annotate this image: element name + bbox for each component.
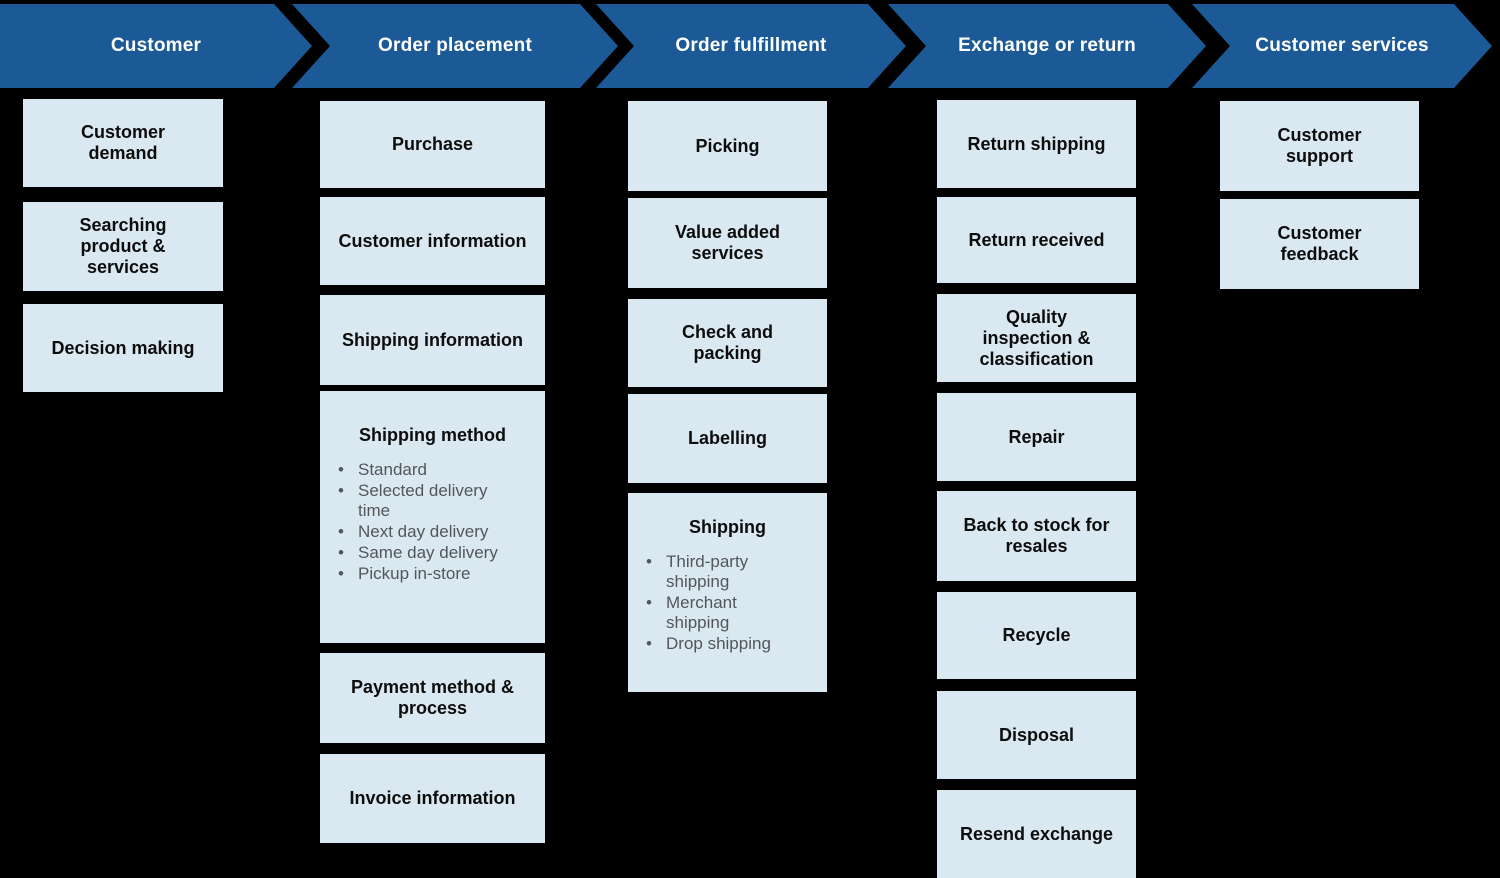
shipping-method-bullet-list: Standard Selected delivery time Next day… <box>320 460 545 584</box>
bullet-item: Pickup in-store <box>334 564 503 584</box>
bullet-item: Drop shipping <box>642 634 801 654</box>
step-box-check-and-packing: Check and packing <box>628 299 827 387</box>
step-box-quality-inspection-classification: Quality inspection & classification <box>937 294 1136 382</box>
step-label: Invoice information <box>349 788 516 808</box>
stage-header-label: Customer <box>110 35 202 56</box>
step-box-customer-feedback: Customer feedback <box>1220 199 1419 289</box>
step-label: Check and packing <box>681 322 774 363</box>
step-label: Recycle <box>1002 625 1071 645</box>
stage-header-label: Exchange or return <box>958 35 1136 56</box>
bullet-item: Same day delivery <box>334 543 503 563</box>
stage-header-label: Order placement <box>378 35 532 56</box>
stage-header-order-placement: Order placement <box>292 4 618 88</box>
bullet-item: Standard <box>334 460 503 480</box>
step-label: Shipping information <box>342 329 523 350</box>
stage-header-customer-services: Customer services <box>1192 4 1492 88</box>
bullet-item: Selected delivery time <box>334 481 503 521</box>
step-box-shipping-information: Shipping information <box>320 295 545 385</box>
bullet-item: Next day delivery <box>334 522 503 542</box>
step-label: Value added services <box>674 222 781 263</box>
stage-header-exchange-or-return: Exchange or return <box>888 4 1206 88</box>
step-box-customer-demand: Customer demand <box>23 99 223 187</box>
stage-header-order-fulfillment: Order fulfillment <box>596 4 906 88</box>
step-label: Resend exchange <box>959 823 1114 844</box>
stage-header-customer: Customer <box>0 4 312 88</box>
step-label: Customer demand <box>80 122 165 163</box>
bullet-item: Merchant shipping <box>642 593 801 633</box>
step-label: Labelling <box>687 428 767 448</box>
step-box-decision-making: Decision making <box>23 304 223 392</box>
step-label: Back to stock for resales <box>963 515 1110 556</box>
step-label: Purchase <box>391 134 474 154</box>
stage-header-label: Order fulfillment <box>675 35 827 56</box>
step-box-payment-method-process: Payment method & process <box>320 653 545 743</box>
bullet-item: Third-party shipping <box>642 552 801 592</box>
step-box-invoice-information: Invoice information <box>320 754 545 843</box>
step-box-searching-product-services: Searching product & services <box>23 202 223 291</box>
step-box-labelling: Labelling <box>628 394 827 483</box>
step-box-disposal: Disposal <box>937 691 1136 779</box>
step-box-repair: Repair <box>937 393 1136 481</box>
step-label: Customer support <box>1277 125 1362 166</box>
step-label: Customer information <box>338 230 527 251</box>
step-box-value-added-services: Value added services <box>628 198 827 288</box>
step-box-return-received: Return received <box>937 197 1136 283</box>
step-label: Repair <box>1008 426 1065 447</box>
step-label: Decision making <box>51 337 195 358</box>
step-box-customer-support: Customer support <box>1220 101 1419 191</box>
step-box-shipping-method: Shipping method Standard Selected delive… <box>320 391 545 643</box>
step-box-customer-information: Customer information <box>320 197 545 285</box>
step-label: Picking <box>695 135 760 156</box>
step-box-purchase: Purchase <box>320 101 545 188</box>
step-box-shipping: Shipping Third-party shipping Merchant s… <box>628 493 827 692</box>
step-label: Searching product & services <box>79 215 167 277</box>
step-box-picking: Picking <box>628 101 827 191</box>
step-label: Payment method & process <box>350 677 515 718</box>
step-label: Shipping <box>689 517 766 537</box>
step-label: Return received <box>968 229 1105 250</box>
step-label: Customer feedback <box>1277 223 1362 264</box>
step-label: Disposal <box>998 724 1075 745</box>
step-box-return-shipping: Return shipping <box>937 100 1136 188</box>
step-box-resend-exchange: Resend exchange <box>937 790 1136 878</box>
step-label: Return shipping <box>967 133 1106 154</box>
step-label: Shipping method <box>359 425 506 445</box>
step-label: Quality inspection & classification <box>979 306 1094 369</box>
step-box-back-to-stock-for-resales: Back to stock for resales <box>937 491 1136 581</box>
step-box-recycle: Recycle <box>937 592 1136 679</box>
shipping-bullet-list: Third-party shipping Merchant shipping D… <box>628 552 827 654</box>
stage-header-label: Customer services <box>1255 35 1429 56</box>
